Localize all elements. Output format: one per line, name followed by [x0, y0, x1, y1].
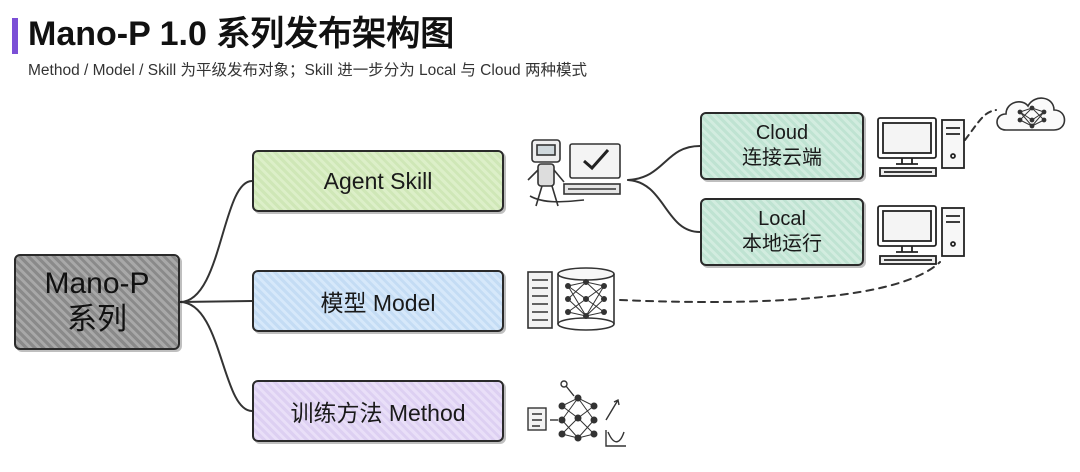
branch-method-label: 训练方法 Method — [290, 400, 466, 426]
page-subtitle: Method / Model / Skill 为平级发布对象；Skill 进一步… — [28, 62, 587, 79]
desktop-computer-icon-local — [877, 205, 965, 265]
desktop-computer-icon-cloud — [877, 117, 965, 177]
connector-skill-local — [627, 179, 701, 233]
branch-model-label: 模型 Model — [320, 290, 436, 316]
connector-model-local-dashed — [619, 261, 941, 304]
server-neural-network-icon — [527, 267, 615, 331]
connector-root-method — [179, 301, 253, 412]
root-label-line1: Mano-P — [44, 267, 150, 300]
branch-method: 训练方法 Method — [252, 380, 504, 442]
connector-pc-cloud-dashed — [964, 109, 997, 141]
title-accent-bar — [12, 18, 18, 54]
branch-agent-skill: Agent Skill — [252, 150, 504, 212]
connector-root-model — [179, 300, 253, 303]
mode-local: Local 本地运行 — [700, 198, 864, 266]
mode-local-desc: 本地运行 — [742, 233, 822, 255]
neural-network-training-icon — [527, 380, 626, 447]
connector-skill-cloud — [627, 145, 701, 181]
branch-model: 模型 Model — [252, 270, 504, 332]
branch-agent-skill-label: Agent Skill — [323, 167, 433, 194]
mode-local-title: Local — [758, 208, 806, 230]
mode-cloud-title: Cloud — [755, 122, 809, 144]
mode-cloud-desc: 连接云端 — [742, 147, 822, 169]
connector-root-skill — [179, 180, 253, 303]
page-title: Mano-P 1.0 系列发布架构图 — [28, 15, 455, 53]
root-label-line2: 系列 — [67, 303, 127, 336]
cloud-server-icon — [996, 97, 1066, 131]
robot-at-computer-icon — [527, 139, 621, 207]
mode-cloud: Cloud 连接云端 — [700, 112, 864, 180]
root-node-mano-p: Mano-P 系列 — [14, 254, 180, 350]
